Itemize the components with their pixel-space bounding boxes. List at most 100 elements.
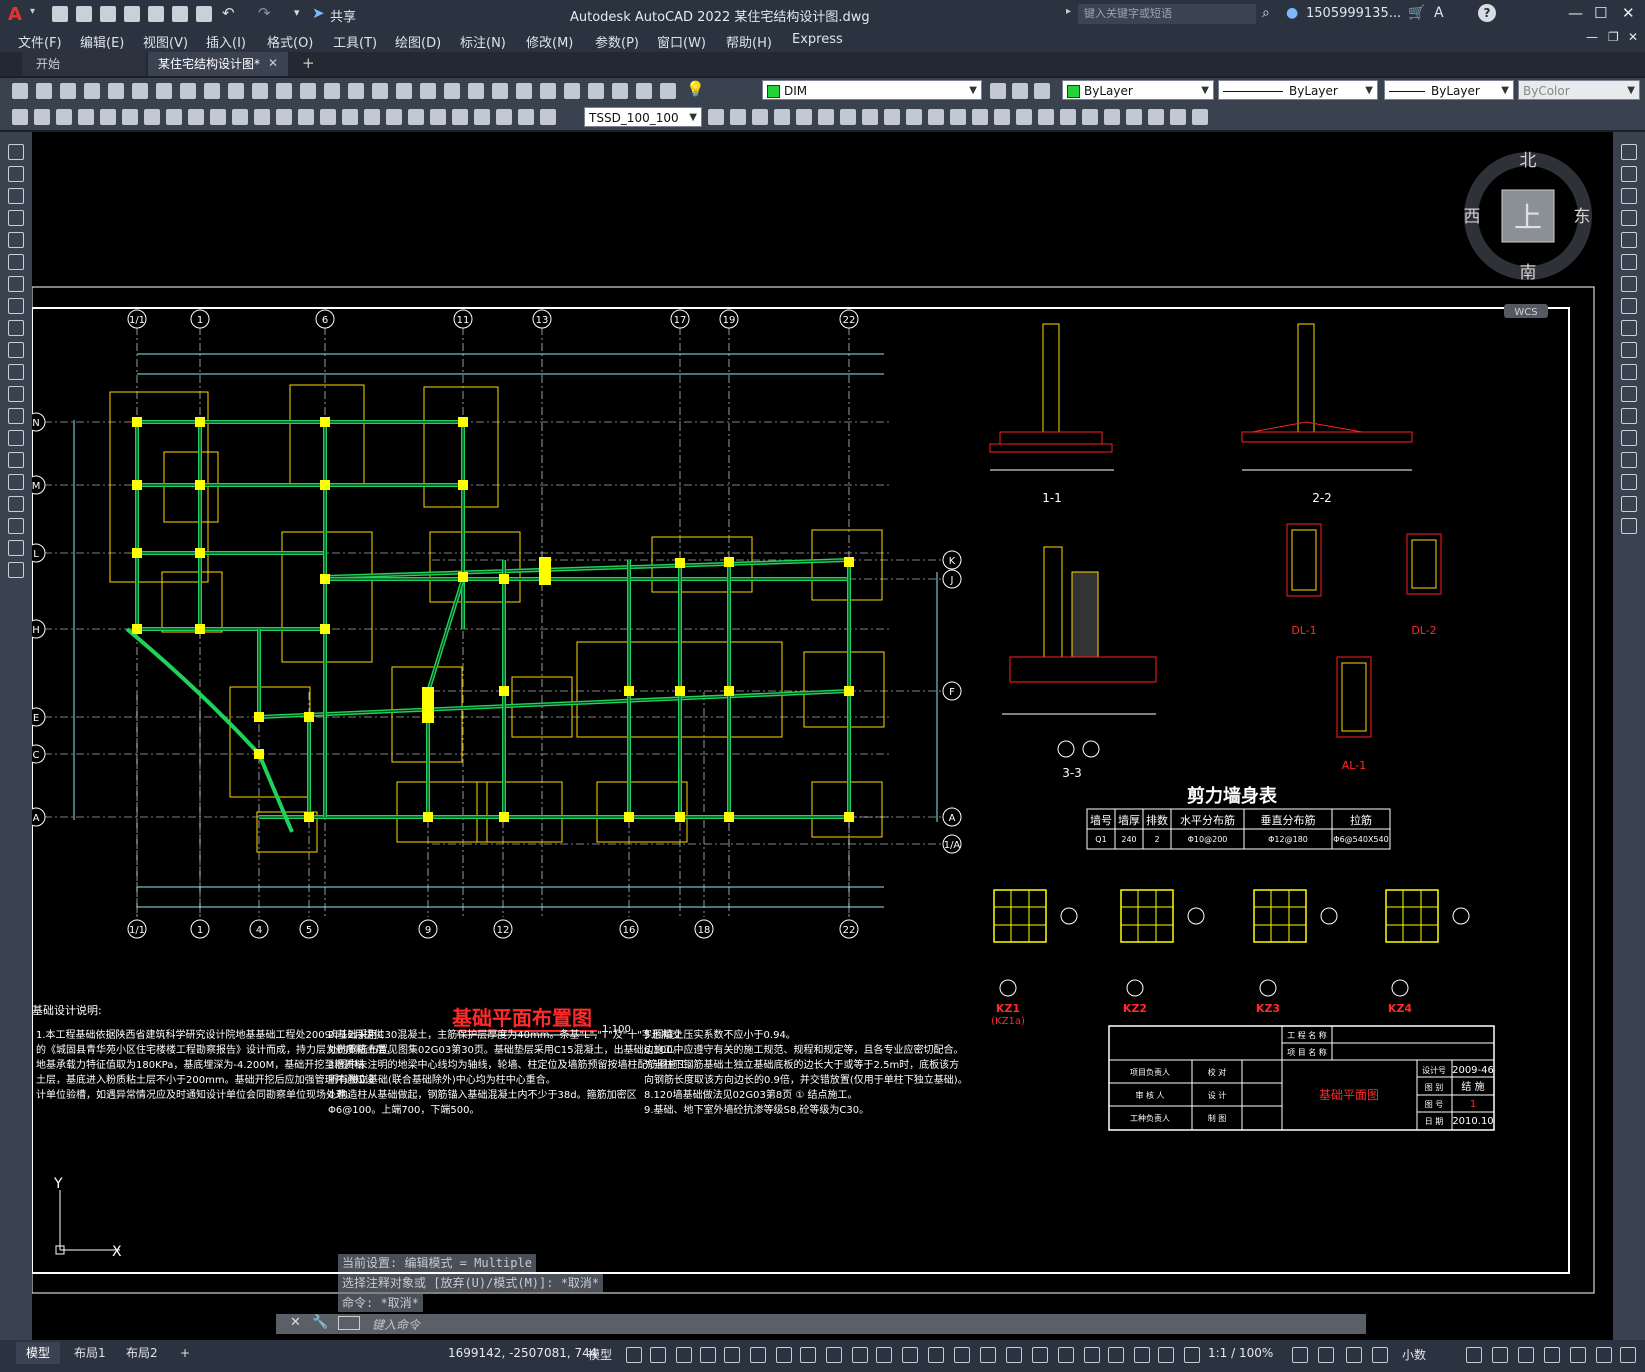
units-selector[interactable]: 小数 [1402, 1348, 1427, 1362]
array-icon[interactable] [1621, 232, 1637, 248]
gear-icon[interactable] [1372, 1347, 1388, 1363]
move-icon[interactable] [1082, 109, 1098, 125]
trim-icon[interactable] [818, 109, 834, 125]
tab-start[interactable]: 开始 [22, 52, 146, 76]
qnew-icon[interactable] [564, 83, 580, 99]
viewcube[interactable]: 上 北 南 东 西 WCS [1464, 151, 1592, 318]
move-icon[interactable] [730, 109, 746, 125]
inspect-icon[interactable] [342, 109, 358, 125]
center-mark-icon[interactable] [320, 109, 336, 125]
extend-icon[interactable] [840, 109, 856, 125]
lineweight-icon[interactable] [800, 1347, 816, 1363]
zoom-icon[interactable] [324, 83, 340, 99]
aligned-dim-icon[interactable] [474, 109, 490, 125]
join-icon[interactable] [1621, 430, 1637, 446]
minimize-icon[interactable]: — [1568, 4, 1583, 22]
ellipse-arc-icon[interactable] [8, 364, 24, 380]
arc-icon[interactable] [8, 254, 24, 270]
new-tab-icon[interactable]: + [302, 54, 315, 72]
array-icon[interactable] [972, 109, 988, 125]
qnew-icon[interactable] [12, 83, 28, 99]
plot-icon[interactable] [84, 83, 100, 99]
menu-draw[interactable]: 绘图(D) [395, 36, 442, 51]
insert-block-icon[interactable] [8, 386, 24, 402]
layout-tab-1[interactable]: 布局1 [74, 1346, 106, 1360]
polar-icon[interactable] [700, 1347, 716, 1363]
autodesk-a360-icon[interactable]: A [1434, 5, 1444, 21]
lock-ui-icon[interactable] [1158, 1347, 1174, 1363]
ordinate-dim-icon[interactable] [518, 109, 534, 125]
menu-insert[interactable]: 插入(I) [206, 36, 246, 51]
rectangle-icon[interactable] [8, 232, 24, 248]
plot-preview-icon[interactable] [108, 83, 124, 99]
share-label[interactable]: 共享 [330, 10, 357, 25]
status-menu-icon[interactable] [1620, 1347, 1636, 1363]
isolate-icon[interactable] [1544, 1347, 1560, 1363]
tab-close-icon[interactable]: ✕ [268, 56, 279, 70]
offset-icon[interactable] [1621, 210, 1637, 226]
dim-update-icon[interactable] [430, 109, 446, 125]
rotate-icon[interactable] [1621, 276, 1637, 292]
multiline-text-icon[interactable] [8, 540, 24, 556]
scale-icon[interactable] [1126, 109, 1142, 125]
trim-icon[interactable] [1621, 342, 1637, 358]
autocad-logo-icon[interactable]: A [8, 4, 22, 25]
spline-icon[interactable] [8, 320, 24, 336]
open-icon[interactable] [36, 83, 52, 99]
share-icon[interactable]: ➤ [312, 4, 325, 22]
arc-length-icon[interactable] [56, 109, 72, 125]
user-icon[interactable]: ● [1286, 5, 1299, 21]
baseline-dim-icon[interactable] [210, 109, 226, 125]
auto-scale-icon[interactable] [1006, 1347, 1022, 1363]
break-icon[interactable] [1621, 408, 1637, 424]
maximize-icon[interactable]: ☐ [1594, 4, 1608, 22]
linear-dim-icon[interactable] [12, 109, 28, 125]
fillet-icon[interactable] [1621, 474, 1637, 490]
annotation-scale[interactable]: 1:1 / 100% [1208, 1346, 1274, 1360]
open-web-icon[interactable] [148, 6, 164, 22]
jogged-linear-icon[interactable] [364, 109, 380, 125]
jogged-dim-icon[interactable] [122, 109, 138, 125]
break-at-point-icon[interactable] [1621, 386, 1637, 402]
linear-dim-icon[interactable] [452, 109, 468, 125]
add-layout-icon[interactable]: + [180, 1346, 191, 1360]
3d-osnap-icon[interactable] [876, 1347, 892, 1363]
customize-wrench-icon[interactable]: 🔧 [312, 1315, 329, 1330]
properties-icon[interactable] [396, 83, 412, 99]
undo-icon[interactable]: ↶ [222, 4, 235, 22]
save-as-icon[interactable] [124, 6, 140, 22]
menu-window[interactable]: 窗口(W) [657, 36, 706, 51]
menu-express[interactable]: Express [792, 32, 843, 47]
redo-icon[interactable] [276, 83, 292, 99]
join-icon[interactable] [884, 109, 900, 125]
transparency-icon[interactable] [826, 1347, 842, 1363]
workspace-icon[interactable] [1058, 1347, 1074, 1363]
snap-icon[interactable] [650, 1347, 666, 1363]
aligned-dim-icon[interactable] [34, 109, 50, 125]
plus-icon[interactable] [1466, 1347, 1482, 1363]
menu-format[interactable]: 格式(O) [267, 36, 314, 51]
extend-icon[interactable] [1621, 364, 1637, 380]
annotation-scale-icon[interactable] [1032, 1347, 1048, 1363]
make-current-layer-icon[interactable] [990, 83, 1006, 99]
app-menu-chevron-icon[interactable]: ▾ [30, 6, 36, 17]
save-icon[interactable] [612, 83, 628, 99]
polygon-icon[interactable] [8, 210, 24, 226]
quick-dim-icon[interactable] [188, 109, 204, 125]
lineweight-dropdown[interactable]: ByLayer▼ [1384, 80, 1514, 100]
customization-menu-icon[interactable] [1596, 1347, 1612, 1363]
model-space-button[interactable]: 模型 [588, 1348, 613, 1362]
construction-line-icon[interactable] [8, 166, 24, 182]
grid-icon[interactable] [626, 1347, 642, 1363]
linetype-dropdown[interactable]: ByLayer▼ [1218, 80, 1378, 100]
selection-cycling-icon[interactable] [852, 1347, 868, 1363]
dimstyle-dropdown[interactable]: TSSD_100_100▼ [584, 107, 702, 127]
plot-icon[interactable] [196, 6, 212, 22]
ordinate-dim-icon[interactable] [78, 109, 94, 125]
open-icon[interactable] [588, 83, 604, 99]
stretch-icon[interactable] [1621, 320, 1637, 336]
fillet-icon[interactable] [928, 109, 944, 125]
diameter-dim-icon[interactable] [144, 109, 160, 125]
